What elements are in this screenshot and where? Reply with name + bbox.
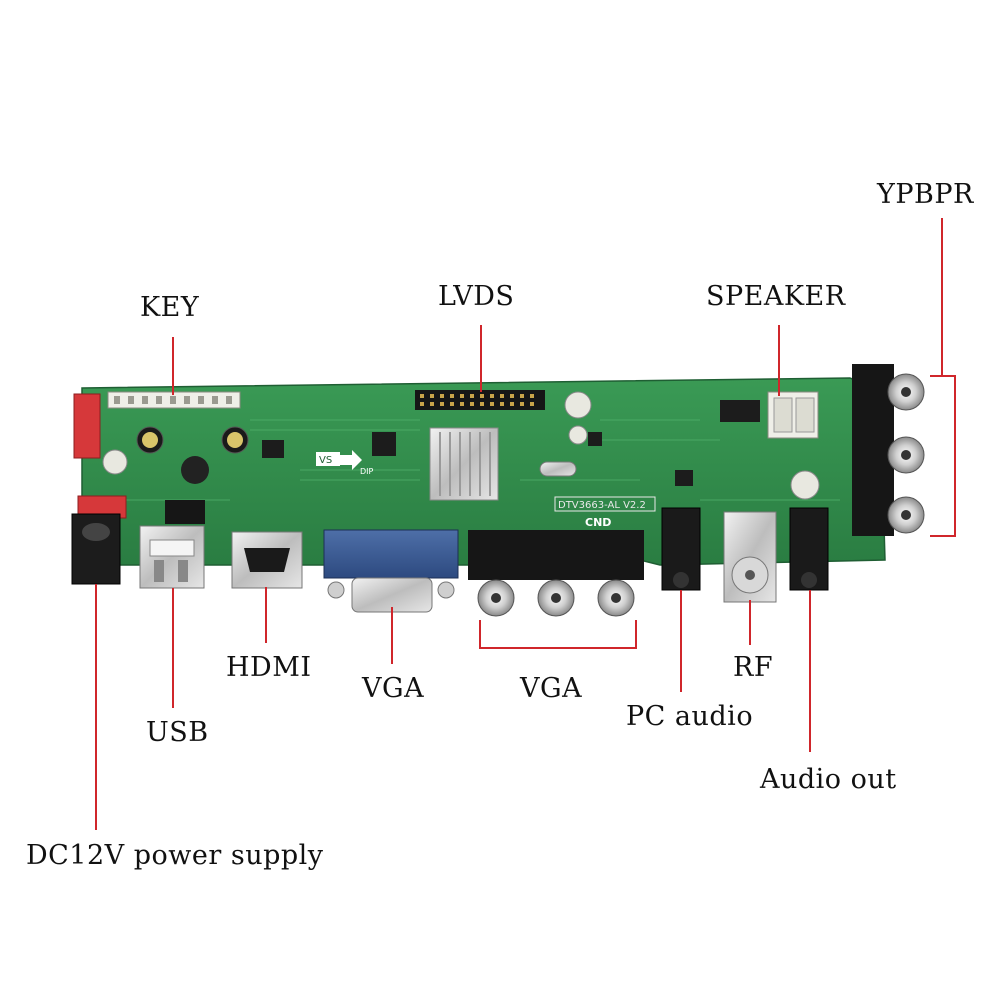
lvds-connector [415,390,545,410]
label-lvds: LVDS [438,281,515,312]
logo-marking: CND [585,516,611,529]
label-pc-audio: PC audio [626,701,754,732]
label-key: KEY [140,292,200,323]
rca-group-ypbpr [887,373,925,534]
label-vga-rca: VGA [520,673,583,704]
model-marking: DTV3663-AL V2.2 [558,500,646,511]
heatsink [429,427,499,501]
vs-marking: VS [319,455,332,466]
label-usb: USB [146,717,209,748]
ir-connector [73,393,101,459]
pc-audio-jack [661,507,701,591]
leader-lines [95,218,956,830]
leader-vga-rca [479,620,637,649]
label-dc-power: DC12V power supply [26,840,324,871]
label-hdmi: HDMI [226,652,312,683]
dip-marking: DIP [360,467,374,476]
label-audio-out: Audio out [760,764,897,795]
pcb-traces [120,419,840,501]
rca-group-bottom [477,579,635,617]
leader-ypbpr [930,218,956,537]
label-speaker: SPEAKER [706,281,846,312]
vga-dsub [323,529,459,579]
label-vga-port: VGA [362,673,425,704]
label-rf: RF [733,652,774,683]
label-ypbpr: YPBPR [877,179,974,210]
usb-port [139,525,205,589]
